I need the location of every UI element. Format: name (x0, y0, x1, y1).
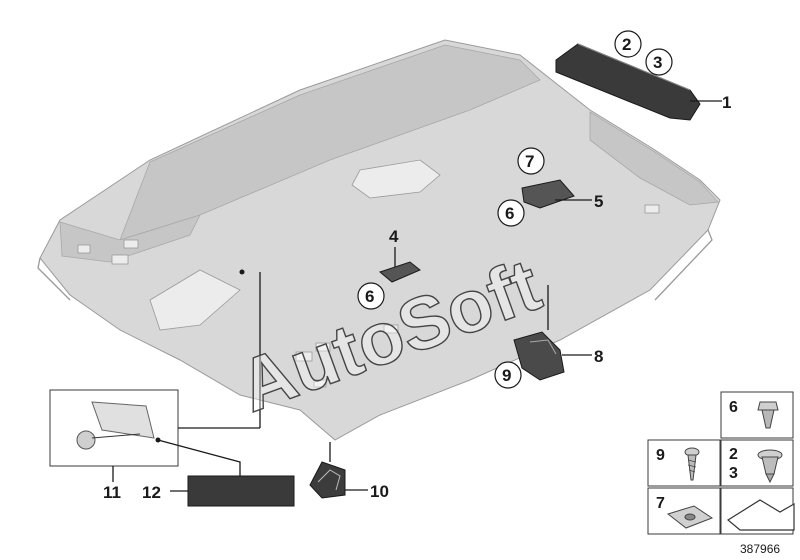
callout-8: 8 (594, 347, 603, 366)
callout-1: 1 (722, 93, 731, 112)
part-8-handle (513, 331, 565, 381)
leader-12-line (157, 439, 241, 476)
callout-6a: 6 (505, 204, 514, 223)
callout-12: 12 (142, 483, 161, 502)
callout-2: 2 (622, 35, 631, 54)
legend-label-2: 2 (729, 446, 738, 463)
callout-10: 10 (370, 482, 389, 501)
callout-circle-3: 3 (645, 48, 673, 76)
nut-7-icon (666, 505, 714, 529)
callout-6b: 6 (365, 287, 374, 306)
callout-circle-9: 9 (494, 361, 522, 389)
document-number: 387966 (740, 542, 780, 556)
leader-11-dot (239, 269, 245, 275)
part-12-panel (187, 475, 295, 507)
legend-label-6: 6 (729, 399, 738, 416)
part-11-module (76, 401, 155, 450)
legend-cell-6 (720, 391, 794, 439)
legend-cell-2-3 (720, 439, 794, 487)
legend-cell-9 (647, 439, 721, 487)
part-1-trim-panel (555, 43, 701, 121)
callout-5: 5 (594, 192, 603, 211)
screw-9-icon (684, 447, 700, 481)
callout-11: 11 (103, 483, 121, 502)
callout-circle-6a: 6 (497, 199, 525, 227)
callout-circle-7: 7 (517, 147, 545, 175)
legend-label-7: 7 (656, 495, 665, 512)
part-4-holder (378, 261, 421, 283)
callout-circle-6b: 6 (357, 282, 385, 310)
callout-4: 4 (389, 227, 399, 246)
arrow-icon (726, 499, 795, 531)
legend-label-3: 3 (729, 465, 738, 482)
fastener-legend: 6 9 2 3 7 (647, 391, 795, 535)
callout-7: 7 (525, 152, 534, 171)
part-5-bracket (521, 179, 575, 209)
callout-circle-2: 2 (614, 30, 642, 58)
clip-2-3-icon (757, 449, 783, 484)
part-10-cover (309, 461, 346, 499)
legend-label-9: 9 (656, 447, 665, 464)
callout-3: 3 (653, 53, 662, 72)
clip-6-icon (757, 401, 779, 429)
callout-9: 9 (502, 366, 511, 385)
